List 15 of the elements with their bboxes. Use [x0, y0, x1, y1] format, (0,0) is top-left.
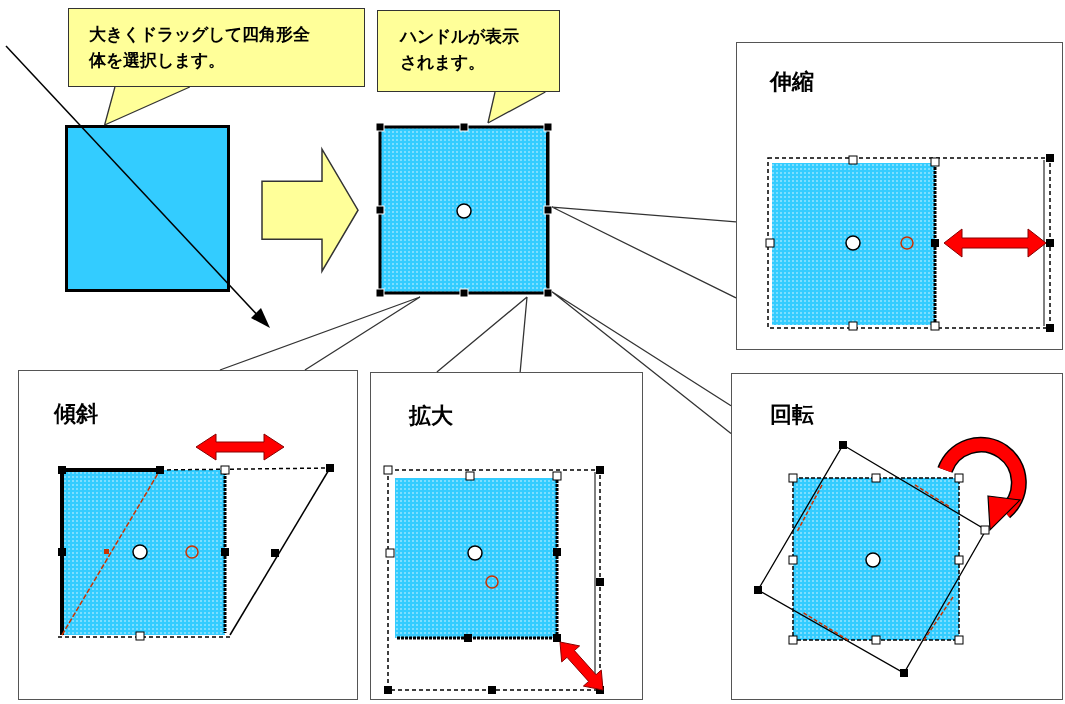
callout-pointer: [103, 86, 191, 126]
selected-square-drawing: [376, 123, 552, 297]
callout-pointer: [551, 291, 732, 435]
square-shape: [65, 125, 230, 292]
panel-title: 回転: [770, 401, 815, 429]
callout-text: ハンドルが表示されます。: [400, 25, 520, 75]
panel-title: 傾斜: [54, 400, 99, 428]
callout-pointer: [219, 296, 421, 371]
block-arrow: [261, 146, 359, 274]
callout-pointer: [436, 296, 528, 373]
callout-pointer: [487, 91, 546, 124]
callout-text: 大きくドラッグして四角形全体を選択します。: [89, 23, 311, 73]
panel-title: 伸縮: [770, 68, 815, 96]
panel-title: 拡大: [409, 402, 454, 430]
callout-pointer: [551, 206, 737, 299]
